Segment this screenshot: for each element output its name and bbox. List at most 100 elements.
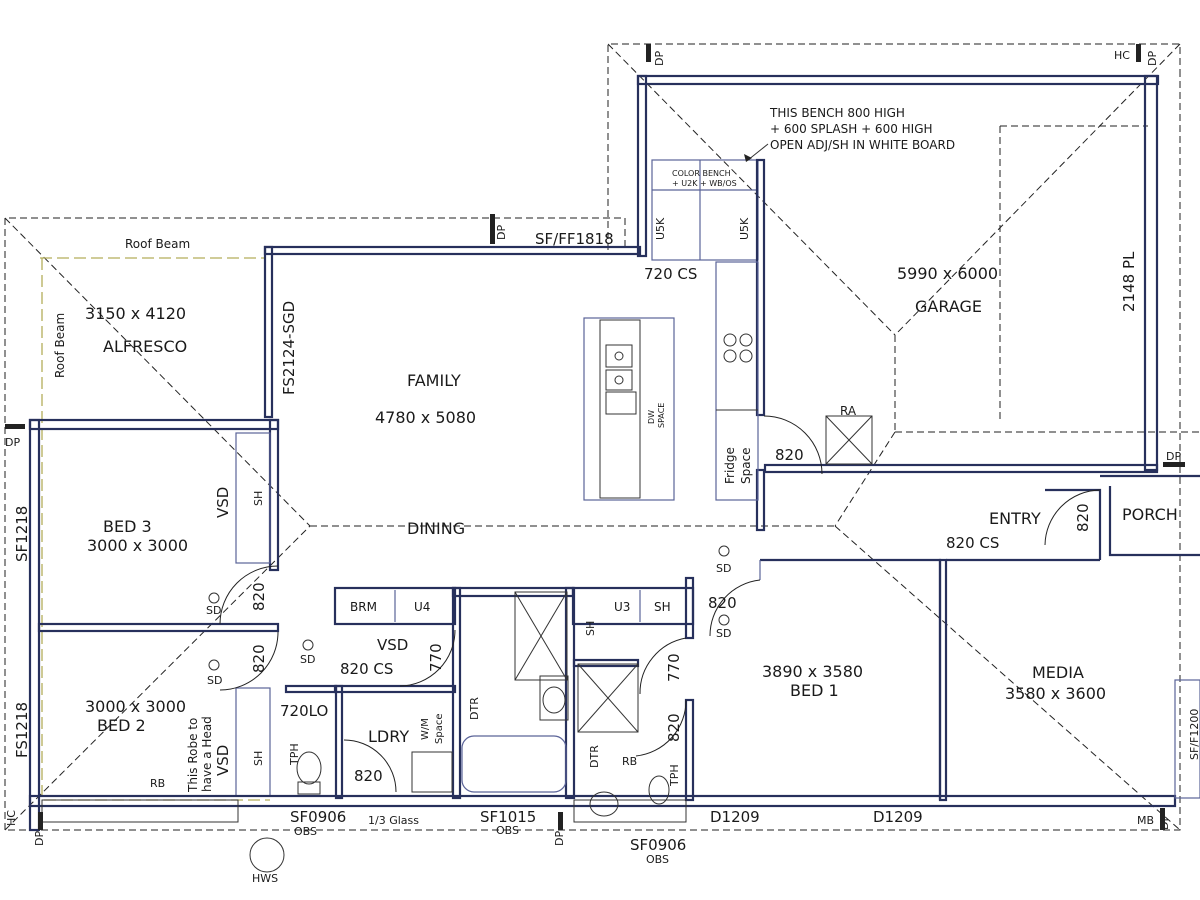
smoke-detector-icon [718,614,730,626]
u3-label: U3 [614,600,630,614]
media-size: 3580 x 3600 [1005,684,1106,703]
entry-name: ENTRY [989,509,1041,528]
porch-name: PORCH [1122,505,1178,524]
sd-bed1-label: SD [716,627,731,640]
brm-label: BRM [350,600,377,614]
annotations: Roof Beam Roof Beam FS2124-SGD SF/FF1818… [5,49,1200,885]
sd-bed2-label: SD [207,674,222,687]
d1209-right-label: D1209 [873,808,923,826]
vsd-hall-label: VSD [377,636,408,654]
dp-bottom-mid-label: DP [553,831,566,846]
downpipe-icon [646,44,651,62]
door-770-hall: 770 [427,643,445,672]
dp-right-mid-label: DP [1166,450,1181,463]
bed2-name: BED 2 [97,716,146,735]
family-name: FAMILY [407,371,461,390]
notes: THIS BENCH 800 HIGH + 600 SPLASH + 600 H… [186,106,955,793]
door-820-laundry: 820 [354,767,383,785]
smoke-detector-icon [208,592,220,604]
cs820-entry-label: 820 CS [946,534,999,552]
sh-bed3-label: SH [252,491,265,506]
smoke-detector-icon [302,639,314,651]
fs2124-label: FS2124-SGD [280,301,298,395]
wm-label-line1: W/M [420,718,431,740]
sf0906-left-label: SF0906 [290,808,346,826]
sh-ens-side-label: SH [584,621,597,636]
u4-label: U4 [414,600,430,614]
roof-outline [4,43,1200,831]
u5k-left-label: U5K [654,217,667,240]
alfresco-name: ALFRESCO [103,337,187,356]
roof-beam-lines [40,257,270,801]
glass-label: 1/3 Glass [368,814,419,827]
bed3-size: 3000 x 3000 [87,536,188,555]
dining-name: DINING [407,519,465,538]
roof-beam-top-label: Roof Beam [125,237,190,251]
vsd-bed3-label: VSD [214,487,232,518]
cs720-label: 720 CS [644,265,697,283]
note-arrow-icon [744,154,752,162]
dp-garage-left-label: DP [653,51,666,66]
door-820-bed2: 820 [250,644,268,673]
sd-entry-label: SD [716,562,731,575]
fs1218-label: FS1218 [13,702,31,758]
sf1015-label: SF1015 [480,808,536,826]
downpipe-icon [38,812,43,830]
pl2148-label: 2148 PL [1120,251,1138,312]
bed3-name: BED 3 [103,517,152,536]
door-820-bed1: 820 [708,594,737,612]
smoke-detector-icon [718,545,730,557]
door-820-kitchen: 820 [775,446,804,464]
sd-hall-label: SD [300,653,315,666]
downpipe-icon [558,812,563,830]
kitchen [583,261,759,501]
smoke-detectors [208,545,730,671]
sh-ens-top-label: SH [654,600,671,614]
fridge-label-line1: Fridge [723,447,737,484]
hws-label: HWS [252,872,278,885]
bed2-size: 3000 x 3000 [85,697,186,716]
dp-top-small-label: DP [495,225,508,240]
sf-ff1818-label: SF/FF1818 [535,230,614,248]
sf1218-label: SF1218 [13,506,31,562]
downpipes [5,44,1185,830]
roof-beam-side-label: Roof Beam [53,313,67,378]
family-size: 4780 x 5080 [375,408,476,427]
door-820-ens: 820 [665,713,683,742]
color-bench-line1: COLOR BENCH [672,169,731,178]
bench-note-line2: + 600 SPLASH + 600 HIGH [770,122,933,136]
bench-note-line1: THIS BENCH 800 HIGH [769,106,905,120]
bed1-name: BED 1 [790,681,839,700]
downpipe-icon [490,214,495,244]
alfresco-size: 3150 x 4120 [85,304,186,323]
door-swings [219,415,1101,793]
d1209-left-label: D1209 [710,808,760,826]
tph-right-label: TPH [668,764,681,787]
roof-access [825,415,873,465]
dw-label-line2: SPACE [657,403,666,428]
vsd-bed2-label: VSD [214,745,232,776]
obs-left-label: OBS [294,825,317,838]
door-820-bed3: 820 [250,582,268,611]
hc-top-label: HC [1114,49,1130,62]
dp-left-label: DP [5,436,20,449]
rb-right-label: RB [622,755,637,768]
garage-name: GARAGE [915,297,982,316]
laundry-name: LDRY [368,727,409,746]
dp-bottom-left-label: DP [33,831,46,846]
downpipe-icon [5,424,25,429]
color-bench-line2: + U2K + WB/OS [672,179,737,188]
sh-bed2-label: SH [252,751,265,766]
cs820-hall-label: 820 CS [340,660,393,678]
wm-label-line2: Space [434,714,445,744]
bench-note-line3: OPEN ADJ/SH IN WHITE BOARD [770,138,955,152]
sf-right-edge-label: SF/F1200 [1188,709,1200,760]
downpipe-icon [1163,462,1185,467]
dtr-laundry-label: DTR [468,697,481,720]
tph-left-label: TPH [288,743,301,766]
ra-label: RA [840,404,857,418]
u5k-right-label: U5K [738,217,751,240]
walls [28,74,1200,832]
hc-bottom-label: HC [5,810,18,826]
